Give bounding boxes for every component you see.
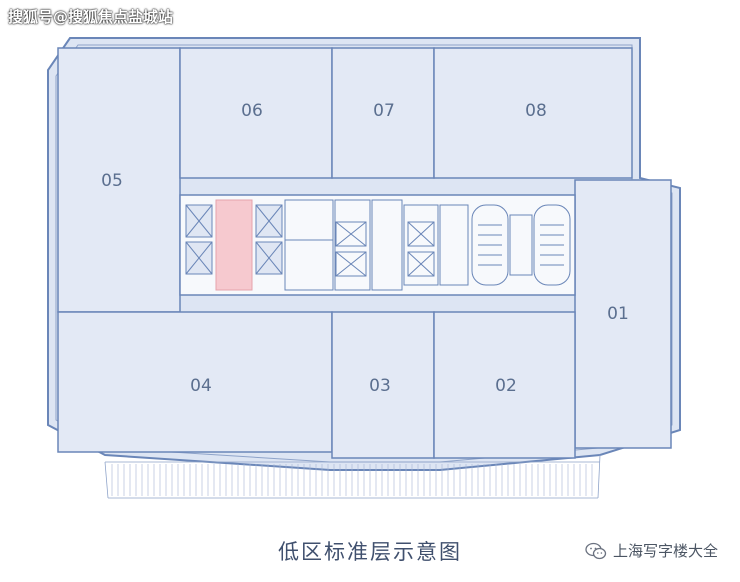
terrace-ticks bbox=[111, 464, 593, 496]
plan-caption: 低区标准层示意图 bbox=[278, 540, 462, 564]
floor-plan: 05 06 07 08 01 04 03 02 bbox=[47, 37, 681, 499]
stairs bbox=[471, 204, 571, 286]
source-account: 上海写字楼大全 bbox=[585, 540, 718, 561]
service-rooms bbox=[284, 199, 469, 291]
unit-label-01: 01 bbox=[607, 304, 629, 324]
room-05 bbox=[57, 47, 181, 313]
room-07 bbox=[331, 47, 435, 179]
unit-label-06: 06 bbox=[241, 101, 263, 121]
room-01 bbox=[574, 179, 672, 449]
room-08 bbox=[433, 47, 633, 179]
wechat-icon bbox=[585, 542, 607, 559]
terrace bbox=[104, 454, 601, 499]
unit-label-07: 07 bbox=[373, 101, 395, 121]
unit-label-04: 04 bbox=[190, 376, 212, 396]
room-03 bbox=[331, 311, 435, 459]
elevators-left bbox=[185, 204, 283, 275]
unit-label-05: 05 bbox=[101, 171, 123, 191]
source-account-name: 上海写字楼大全 bbox=[612, 542, 718, 560]
room-06 bbox=[179, 47, 333, 179]
highlight-zone bbox=[215, 199, 253, 291]
watermark: 搜狐号@搜狐焦点盐城站 bbox=[8, 8, 174, 26]
unit-label-02: 02 bbox=[495, 376, 517, 396]
unit-label-08: 08 bbox=[525, 101, 547, 121]
unit-label-03: 03 bbox=[369, 376, 391, 396]
room-02 bbox=[433, 311, 576, 459]
